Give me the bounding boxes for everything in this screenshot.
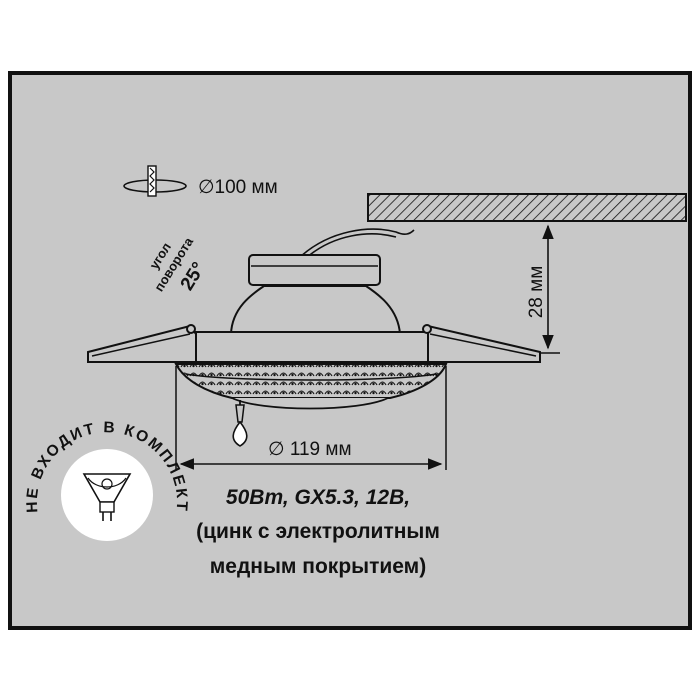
spec-line-3: медным покрытием) [210, 555, 426, 578]
ornamental-bowl [174, 363, 448, 399]
cutout-icon [123, 165, 187, 197]
spec-line-2: (цинк с электролитным [196, 520, 440, 543]
halogen-bulb-icon [82, 473, 132, 521]
rotating-ring [195, 331, 429, 363]
pivot-right [422, 324, 432, 334]
ceiling-slab [367, 193, 687, 222]
lamp-lens [231, 397, 389, 410]
pivot-left [186, 324, 196, 334]
fixture-cap [248, 254, 381, 286]
cable [299, 228, 415, 258]
cutout-diameter-label: ∅100 мм [198, 177, 278, 198]
fixture-housing [229, 285, 402, 335]
depth-label: 28 мм [526, 266, 547, 319]
spec-line-1: 50Вт, GX5.3, 12В, [226, 486, 410, 509]
outer-diameter-label: ∅ 119 мм [268, 439, 352, 460]
